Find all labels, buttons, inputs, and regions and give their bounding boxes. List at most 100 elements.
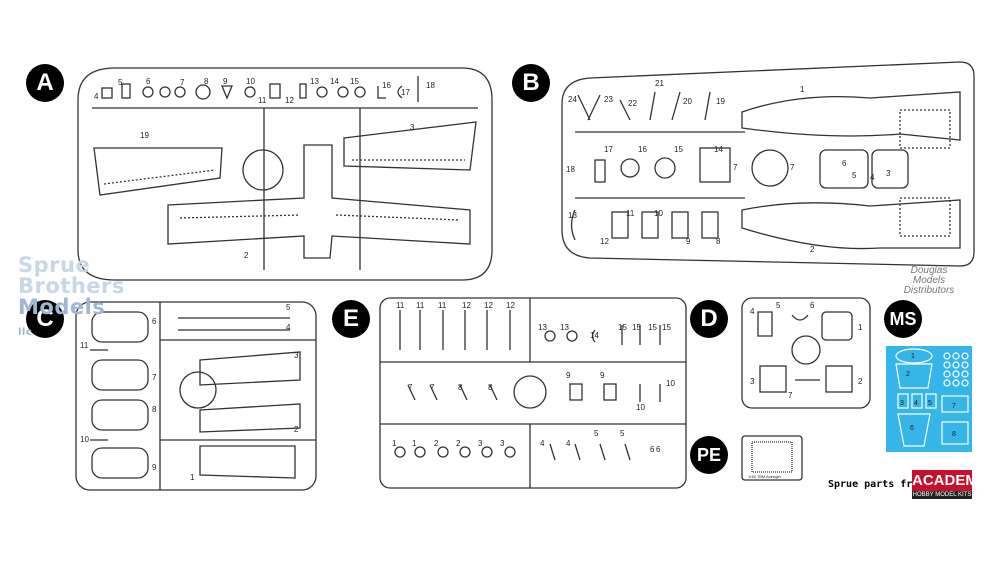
part-c1 <box>199 445 296 479</box>
sprue-b-part-number: 2 <box>810 245 815 254</box>
sprue-e-part-number: 11 <box>396 301 405 310</box>
sprue-e-part-number: 7 <box>430 383 435 392</box>
sprue-e-part-number: 6 <box>650 445 655 454</box>
sprue-b-part-number: 23 <box>604 95 613 104</box>
sprue-b-part-number: 18 <box>566 165 575 174</box>
sprue-e-part-number: 8 <box>488 383 493 392</box>
mask-ms-part-number: 3 <box>900 400 904 407</box>
watermark-logo: Sprue Brothers Models llc <box>18 255 125 343</box>
sprue-e-part-number: 15 <box>648 323 657 332</box>
part-c3 <box>199 351 301 386</box>
sprue-c-part-number: 11 <box>80 341 89 350</box>
part-c9 <box>91 447 149 479</box>
sprue-b-part-number: 17 <box>604 145 613 154</box>
sprue-c-part-number: 8 <box>152 405 157 414</box>
sprue-e-part-number: 1 <box>412 439 417 448</box>
distributor-line-2: Models <box>912 275 946 286</box>
sprue-b-part-number: 24 <box>568 95 577 104</box>
mask-ms-part-number: 6 <box>910 425 914 432</box>
pe-text-part-number: 1/48 TBM Avenger <box>748 474 782 479</box>
sprue-c-part-number: 10 <box>80 435 89 444</box>
mask-ms-part-number: 2 <box>906 371 910 378</box>
sprue-label-pe: PE <box>690 436 728 474</box>
sprue-c <box>75 301 317 491</box>
sprue-b-part-number: 12 <box>600 237 609 246</box>
sprue-e-part-number: 4 <box>540 439 545 448</box>
sprue-d-part-number: 7 <box>788 391 793 400</box>
sprue-b <box>561 61 975 267</box>
sprue-a-part-number: 11 <box>258 96 267 105</box>
part-b1 <box>741 91 961 141</box>
sprue-c-part-number: 3 <box>294 351 299 360</box>
distributor-line-3: Distributors <box>903 285 955 296</box>
mask-sheet <box>886 346 972 452</box>
sprue-e-part-number: 12 <box>484 301 493 310</box>
sprue-a-part-number: 8 <box>204 77 209 86</box>
sprue-d-part-number: 2 <box>858 377 863 386</box>
sprue-a-part-number: 16 <box>382 81 391 90</box>
sprue-e-part-number: 10 <box>666 379 675 388</box>
sprue-e-part-number: 15 <box>662 323 671 332</box>
sprue-c-part-number: 7 <box>152 373 157 382</box>
sprue-a-part-number: 3 <box>410 123 415 132</box>
sprue-b-part-number: 7 <box>733 163 738 172</box>
watermark-line-2: Brothers <box>18 274 125 298</box>
sprue-a-part-number: 12 <box>285 96 294 105</box>
sprue-e-part-number: 5 <box>594 429 599 438</box>
sprue-a-part-number: 15 <box>350 77 359 86</box>
part-a2 <box>343 121 477 171</box>
sprue-a-part-number: 17 <box>401 88 410 97</box>
sprue-d-part-number: 4 <box>750 307 755 316</box>
mask-ms-part-number: 4 <box>914 400 918 407</box>
mask-ms-part-number: 8 <box>952 431 956 438</box>
sprue-b-part-number: 8 <box>716 237 721 246</box>
brand-name: ACADEMY <box>912 470 988 491</box>
sprue-e-part-number: 4 <box>566 439 571 448</box>
sprue-a-part-number: 6 <box>146 77 151 86</box>
sprue-label-b: B <box>512 64 550 102</box>
sprue-d-part-number: 1 <box>858 323 863 332</box>
sprue-b-part-number: 21 <box>655 79 664 88</box>
sprue-b-part-number: 13 <box>568 211 577 220</box>
sprue-e-part-number: 13 <box>560 323 569 332</box>
sprue-e-part-number: 2 <box>456 439 461 448</box>
sprue-e-part-number: 14 <box>590 331 599 340</box>
sprue-b-part-number: 22 <box>628 99 637 108</box>
sprue-e-part-number: 8 <box>458 383 463 392</box>
sprue-a-part-number: 13 <box>310 77 319 86</box>
sprue-b-part-number: 6 <box>842 159 847 168</box>
sprue-e-part-number: 11 <box>438 301 447 310</box>
part-c6 <box>91 311 149 343</box>
sprue-c-part-number: 1 <box>190 473 195 482</box>
sprue-e-part-number: 10 <box>636 403 645 412</box>
mask-ms-part-number: 1 <box>911 353 915 360</box>
sprue-b-part-number: 9 <box>686 237 691 246</box>
sprue-b-part-number: 14 <box>714 145 723 154</box>
part-b2 <box>741 199 961 250</box>
sprue-e-part-number: 3 <box>478 439 483 448</box>
watermark-line-3: Models llc <box>18 295 106 339</box>
sprue-label-e: E <box>332 300 370 338</box>
brand-subtitle: HOBBY MODEL KITS <box>912 491 972 499</box>
sprue-e-part-number: 12 <box>462 301 471 310</box>
sprue-e-part-number: 2 <box>434 439 439 448</box>
sprue-a-part-number: 14 <box>330 77 339 86</box>
sprue-c-part-number: 4 <box>286 323 291 332</box>
sprue-a-part-number: 9 <box>223 77 228 86</box>
part-c2 <box>199 403 301 433</box>
sprue-e-part-number: 12 <box>506 301 515 310</box>
sprue-c-part-number: 2 <box>294 425 299 434</box>
distributor-logo: Douglas Models Distributors <box>884 266 974 296</box>
sprue-a-part-number: 5 <box>118 78 123 87</box>
sprue-label-a: A <box>26 64 64 102</box>
brand-logo: ACADEMY HOBBY MODEL KITS <box>912 470 988 499</box>
sprue-e-part-number: 9 <box>566 371 571 380</box>
sprue-b-part-number: 20 <box>683 97 692 106</box>
sprue-e-part-number: 9 <box>600 371 605 380</box>
sprue-b-part-number: 3 <box>886 169 891 178</box>
sprue-label-d: D <box>690 300 728 338</box>
part-c8 <box>91 399 149 431</box>
sprue-label-ms: MS <box>884 300 922 338</box>
part-a3 <box>93 147 223 196</box>
